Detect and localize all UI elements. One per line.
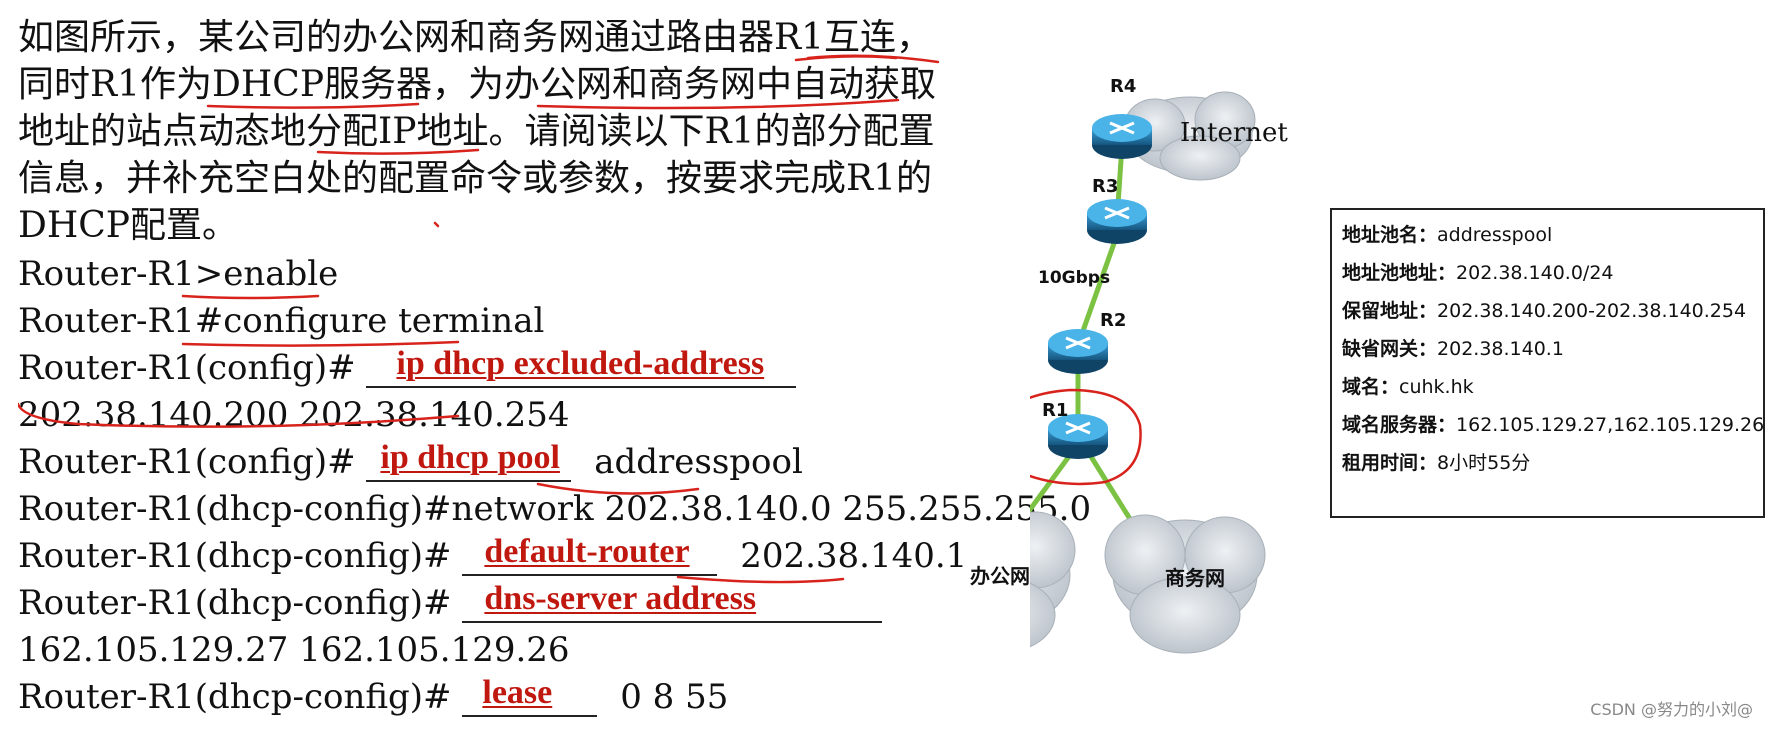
config-line: Router-R1(dhcp-config)# lease 0 8 55 bbox=[18, 674, 729, 717]
answer-blank: ip dhcp pool bbox=[366, 439, 572, 482]
config-prompt: Router-R1(dhcp-config)# bbox=[18, 536, 452, 576]
answer-text: ip dhcp pool bbox=[380, 439, 560, 476]
question-line: 如图所示，某公司的办公网和商务网通过路由器R1互连， bbox=[18, 17, 933, 58]
link-speed-label: 10Gbps bbox=[1038, 268, 1111, 288]
business-network-label: 商务网 bbox=[1165, 566, 1225, 590]
answer-text: ip dhcp excluded-address bbox=[396, 345, 765, 382]
config-line: Router-R1>enable bbox=[18, 254, 339, 294]
info-row: 保留地址：202.38.140.200-202.38.140.254 bbox=[1342, 300, 1747, 322]
config-arg: addresspool bbox=[594, 442, 803, 482]
topology-graphics bbox=[1030, 91, 1512, 654]
config-line: 162.105.129.27 162.105.129.26 bbox=[18, 630, 570, 670]
router-icon bbox=[1048, 329, 1108, 374]
router-icon bbox=[1087, 199, 1147, 244]
question-line: DHCP配置。 bbox=[18, 205, 239, 246]
watermark: CSDN @努力的小刘@ bbox=[1590, 700, 1753, 719]
answer-text: default-router bbox=[484, 533, 690, 570]
config-line: Router-R1(dhcp-config)# dns-server addre… bbox=[18, 580, 883, 623]
answer-text: lease bbox=[482, 674, 553, 711]
config-arg: 202.38.140.1 bbox=[740, 536, 968, 576]
config-line: Router-R1#configure terminal bbox=[18, 301, 545, 341]
config-prompt: Router-R1(dhcp-config)# bbox=[18, 583, 452, 623]
config-prompt: Router-R1(config)# bbox=[18, 348, 356, 388]
router-label-r1: R1 bbox=[1042, 400, 1069, 421]
question-line: 地址的站点动态地分配IP地址。请阅读以下R1的部分配置 bbox=[18, 111, 935, 152]
office-network-cloud bbox=[1030, 511, 1076, 648]
config-prompt: Router-R1(dhcp-config)# bbox=[18, 677, 452, 717]
info-row: 域名：cuhk.hk bbox=[1342, 376, 1474, 398]
router-icon bbox=[1092, 114, 1152, 159]
answer-blank: lease bbox=[462, 674, 598, 717]
router-label-r2: R2 bbox=[1100, 310, 1127, 331]
answer-blank: default-router bbox=[462, 533, 718, 576]
info-row: 地址池地址：202.38.140.0/24 bbox=[1342, 262, 1614, 284]
network-topology-diagram: R4 R3 R2 R1 10Gbps Internet 办公网 商务网 地址池名… bbox=[970, 70, 1770, 730]
router-label-r3: R3 bbox=[1092, 176, 1119, 197]
info-row: 租用时间：8小时55分 bbox=[1342, 452, 1531, 474]
question-line: 同时R1作为DHCP服务器，为办公网和商务网中自动获取 bbox=[18, 64, 937, 105]
office-network-label: 办公网 bbox=[970, 564, 1030, 588]
config-line: 202.38.140.200 202.38.140.254 bbox=[18, 395, 570, 435]
info-row: 域名服务器：162.105.129.27,162.105.129.26 bbox=[1342, 414, 1765, 436]
info-row: 地址池名：addresspool bbox=[1342, 224, 1553, 246]
answer-blank: ip dhcp excluded-address bbox=[366, 345, 797, 388]
config-line: Router-R1(dhcp-config)#network 202.38.14… bbox=[18, 489, 1092, 529]
config-line: Router-R1(dhcp-config)# default-router 2… bbox=[18, 533, 968, 576]
config-line: Router-R1(config)# ip dhcp excluded-addr… bbox=[18, 345, 797, 388]
business-network-cloud bbox=[1104, 514, 1266, 654]
router-icon bbox=[1048, 414, 1108, 459]
internet-label: Internet bbox=[1180, 118, 1288, 148]
dhcp-info-box: 地址池名：addresspool 地址池地址：202.38.140.0/24 保… bbox=[1330, 208, 1765, 518]
info-row: 缺省网关：202.38.140.1 bbox=[1342, 338, 1564, 360]
answer-text: dns-server address bbox=[484, 580, 757, 617]
config-prompt: Router-R1(config)# bbox=[18, 442, 356, 482]
config-arg: 0 8 55 bbox=[620, 677, 729, 717]
answer-blank: dns-server address bbox=[462, 580, 883, 623]
question-line: 信息，并补充空白处的配置命令或参数，按要求完成R1的 bbox=[18, 158, 933, 199]
router-label-r4: R4 bbox=[1110, 76, 1137, 97]
config-line: Router-R1(config)# ip dhcp pool addressp… bbox=[18, 439, 803, 482]
